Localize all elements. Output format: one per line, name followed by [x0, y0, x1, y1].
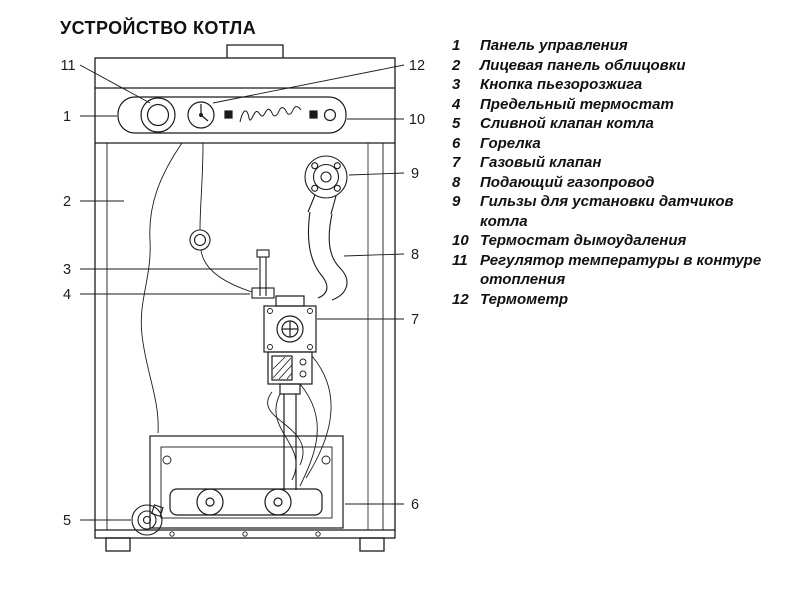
cable-sleeve	[189, 229, 211, 251]
legend-item-7: 7 Газовый клапан	[452, 153, 784, 173]
legend-item-label: Предельный термостат	[480, 95, 674, 113]
panel-indicator-right	[309, 110, 318, 119]
control-panel-outline	[117, 96, 347, 134]
callout-10: 10	[409, 112, 425, 128]
panel-indicator-left	[224, 110, 233, 119]
callout-4: 4	[63, 287, 71, 303]
legend-item-label: Газовый клапан	[480, 154, 602, 171]
callout-3: 3	[63, 262, 71, 278]
casing-outline	[94, 57, 396, 539]
boiler-foot-left	[105, 537, 131, 552]
legend-item-6: 6 Горелка	[452, 134, 784, 154]
leader-11	[79, 64, 151, 104]
legend-item-label: Кнопка пьезорозжига	[480, 76, 643, 93]
legend-item-11: 11 Регулятор температуры в контуре отопл…	[452, 251, 784, 290]
legend-item-number: 10	[452, 232, 469, 249]
callout-7: 7	[411, 312, 419, 328]
legend-item-12: 12 Термометр	[452, 290, 784, 310]
legend-item-number: 12	[452, 290, 469, 308]
panel-brand-script	[239, 106, 302, 123]
legend-item-number: 5	[452, 115, 461, 132]
legend-item-label: Лицевая панель облицовки	[480, 56, 686, 74]
leader-12	[212, 64, 405, 104]
legend-item-number: 9	[452, 193, 461, 210]
legend-item-number: 8	[452, 173, 461, 191]
heating-regulator-knob	[140, 97, 176, 133]
legend-item-number: 1	[452, 37, 461, 54]
legend-item-label: Регулятор температуры в контуре отоплени…	[480, 251, 762, 289]
parts-legend: 1 Панель управления 2 Лицевая панель обл…	[452, 36, 784, 309]
callout-2: 2	[63, 194, 71, 210]
smoke-thermostat-button	[323, 108, 337, 122]
leader-8	[343, 253, 405, 257]
burner-assembly	[149, 435, 344, 529]
burner-tube	[169, 488, 323, 516]
callout-6: 6	[411, 497, 419, 513]
drain-valve	[131, 504, 164, 536]
legend-item-1: 1 Панель управления	[452, 36, 784, 56]
legend-item-10: 10 Термостат дымоудаления	[452, 231, 784, 251]
legend-item-3: 3 Кнопка пьезорозжига	[452, 75, 784, 95]
callout-5: 5	[63, 513, 71, 529]
legend-item-label: Термостат дымоудаления	[480, 232, 687, 249]
limit-thermostat	[251, 287, 275, 299]
gas-supply-pipe	[307, 211, 348, 301]
callout-numbers: 11 1 2 3 4 5 12 10 9 8 7 6	[60, 58, 425, 529]
legend-item-label: Подающий газопровод	[480, 173, 655, 191]
legend-item-number: 11	[452, 251, 468, 269]
flue-stub	[226, 44, 284, 58]
page-title: УСТРОЙСТВО КОТЛА	[60, 18, 257, 39]
legend-item-2: 2 Лицевая панель облицовки	[452, 56, 784, 76]
callout-12: 12	[409, 58, 425, 74]
legend-item-9: 9 Гильзы для установки датчиков котла	[452, 192, 784, 231]
legend-item-5: 5 Сливной клапан котла	[452, 114, 784, 134]
boiler-foot-right	[359, 537, 385, 552]
thermometer-dial	[187, 101, 215, 129]
boiler-casing	[94, 44, 396, 552]
callout-9: 9	[411, 166, 419, 182]
legend-item-number: 6	[452, 134, 461, 152]
legend-item-label: Панель управления	[480, 37, 628, 54]
legend-item-label: Термометр	[480, 290, 569, 308]
leader-lines	[79, 64, 405, 521]
callout-8: 8	[411, 247, 419, 263]
cables	[140, 142, 332, 487]
legend-item-number: 4	[452, 95, 461, 113]
legend-item-label: Сливной клапан котла	[480, 115, 654, 132]
callout-11: 11	[60, 58, 75, 74]
legend-item-4: 4 Предельный термостат	[452, 95, 784, 115]
legend-item-number: 7	[452, 154, 461, 171]
legend-item-label: Гильзы для установки датчиков котла	[480, 193, 734, 230]
gas-valve	[263, 295, 317, 490]
legend-item-label: Горелка	[480, 134, 541, 152]
callout-1: 1	[63, 109, 71, 125]
leader-9	[348, 172, 405, 176]
legend-item-8: 8 Подающий газопровод	[452, 173, 784, 193]
legend-item-number: 3	[452, 76, 461, 93]
sensor-sleeve-flange	[304, 155, 348, 215]
control-panel	[117, 96, 347, 134]
legend-item-number: 2	[452, 56, 461, 74]
piezo-button	[256, 249, 270, 258]
piezo-thermostat-pipe	[251, 249, 275, 299]
